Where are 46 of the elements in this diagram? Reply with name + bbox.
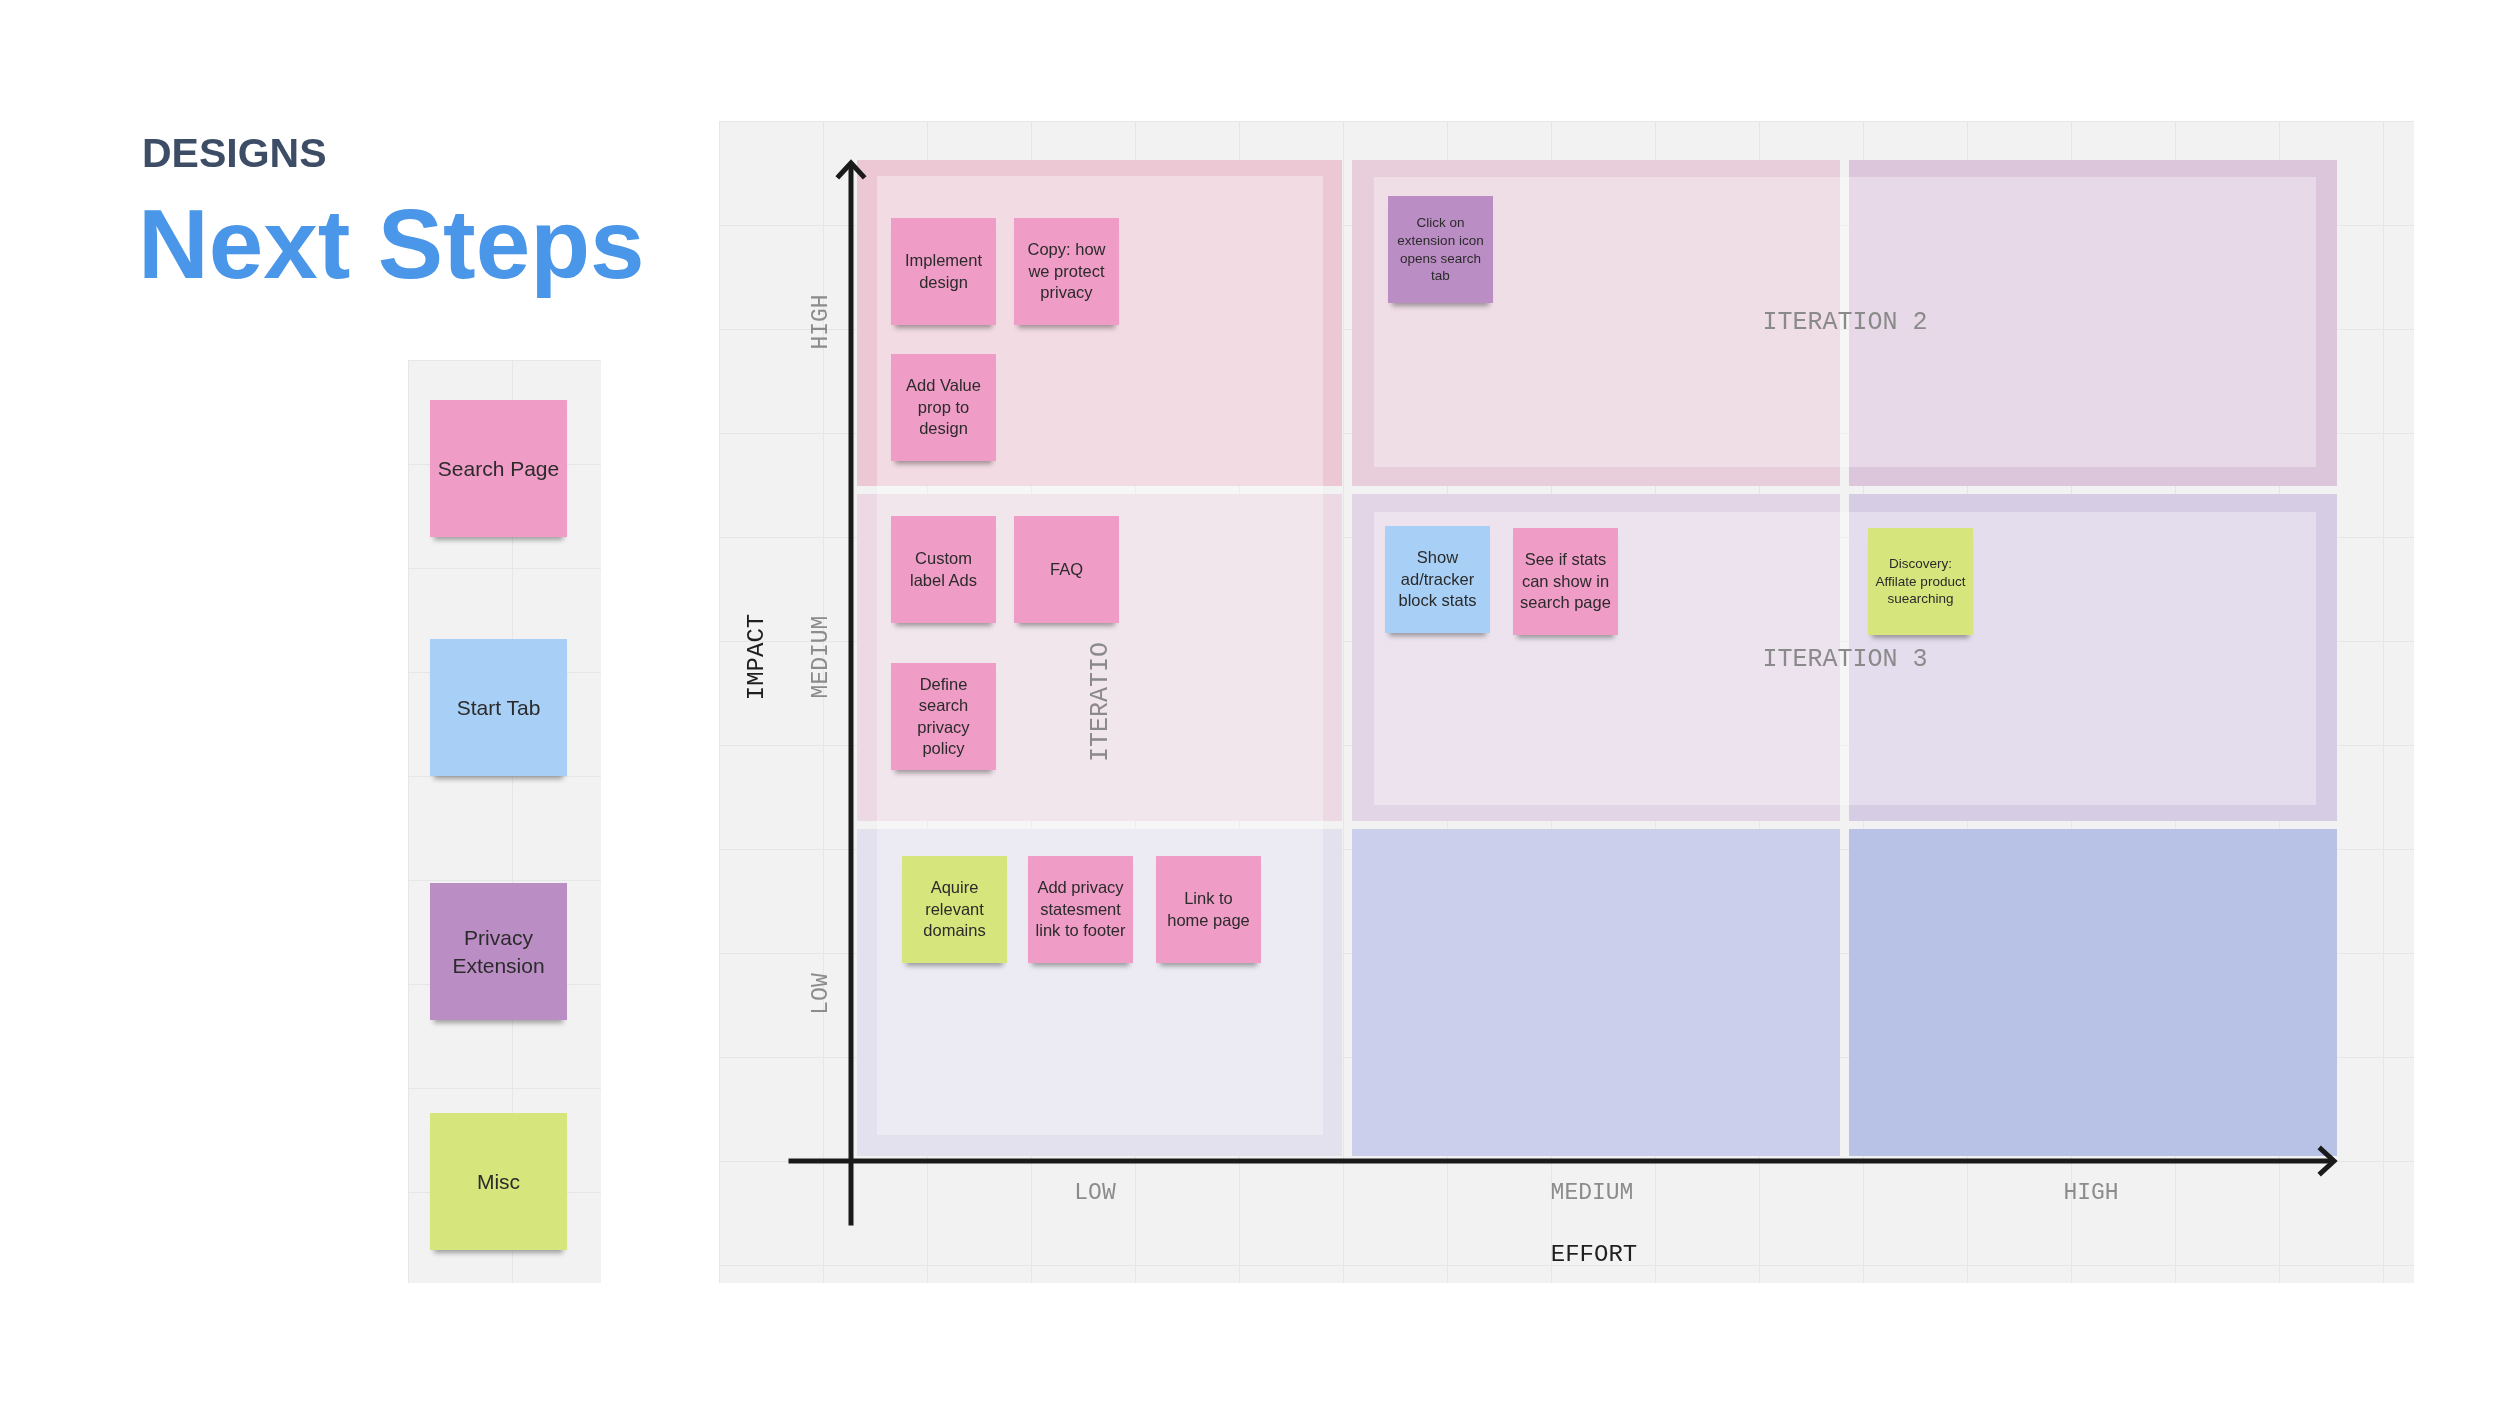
note-text: Aquire relevant domains — [922, 877, 987, 942]
note-text: FAQ — [1050, 558, 1083, 580]
axis-tick-label: MEDIUM — [1550, 1181, 1634, 1205]
sticky-note — [891, 516, 996, 623]
axis-tick-label: LOW — [809, 973, 833, 1015]
note-text: Discovery: Affilate product suearching — [1874, 555, 1967, 608]
note-text: Show ad/tracker block stats — [1397, 547, 1478, 612]
sticky-note — [1014, 516, 1119, 623]
legend-label: Misc — [476, 1168, 521, 1195]
frame-label: ITERATION 2 — [1762, 309, 1928, 335]
sticky-note — [891, 663, 996, 770]
sticky-note — [1388, 196, 1493, 303]
note-text: Add Value prop to design — [905, 375, 982, 440]
note-text: Click on extension icon opens search tab — [1396, 214, 1485, 285]
frame-label: ITERATION 3 — [1762, 646, 1928, 671]
axis-tick-label: HIGH — [2063, 1181, 2119, 1205]
page-title: Next Steps — [138, 188, 645, 301]
note-text: See if stats can show in search page — [1519, 549, 1612, 614]
legend-label: Search Page — [437, 455, 560, 482]
sticky-note — [902, 856, 1007, 963]
sticky-note — [891, 354, 996, 461]
sticky-note — [1868, 528, 1973, 635]
legend-label: Privacy Extension — [451, 925, 546, 979]
sticky-note — [1513, 528, 1618, 635]
frame-label: ITERATIO — [1087, 642, 1113, 762]
axis-tick-label: HIGH — [809, 294, 833, 350]
iteration-frame — [877, 176, 1323, 1135]
axis-title: IMPACT — [745, 613, 769, 701]
sticky-note — [1156, 856, 1261, 963]
sticky-note — [1014, 218, 1119, 325]
sticky-note — [1385, 526, 1490, 633]
note-text: Add privacy statesment link to footer — [1034, 877, 1127, 942]
note-text: Implement design — [904, 250, 983, 293]
sticky-note — [1028, 856, 1133, 963]
legend-label: Start Tab — [456, 694, 541, 721]
section-label: DESIGNS — [142, 129, 327, 178]
iteration-frame — [1374, 177, 2316, 467]
axis-tick-label: MEDIUM — [809, 615, 833, 699]
axis-tick-label: LOW — [1074, 1181, 1116, 1205]
iteration-frame — [1374, 512, 2316, 805]
sticky-note — [891, 218, 996, 325]
note-text: Define search privacy policy — [916, 673, 971, 759]
axis-title: EFFORT — [1550, 1243, 1638, 1267]
note-text: Copy: how we protect privacy — [1026, 239, 1107, 304]
note-text: Link to home page — [1166, 888, 1251, 931]
note-text: Custom label Ads — [909, 548, 978, 591]
